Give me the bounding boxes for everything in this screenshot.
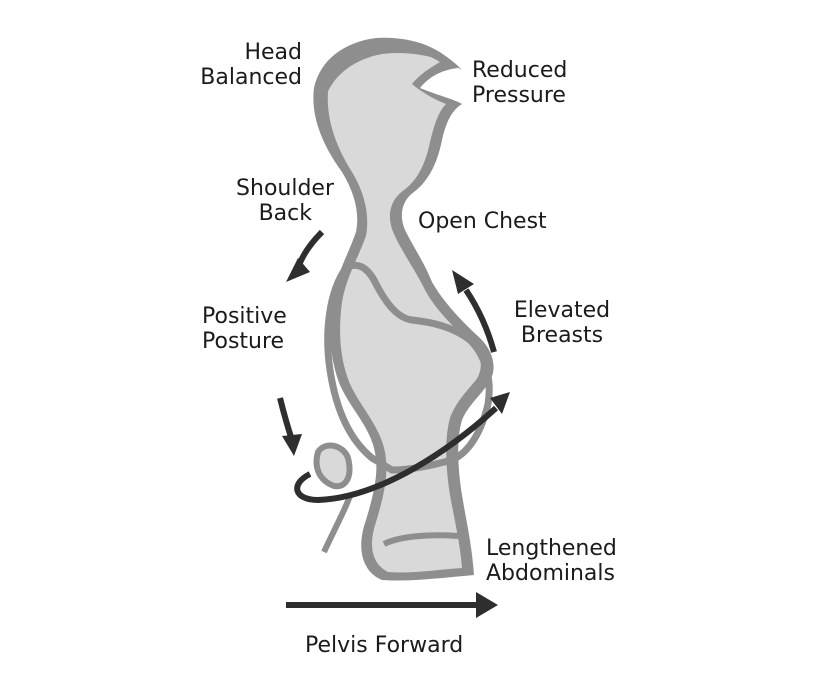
hip-detail bbox=[313, 442, 353, 490]
positive-posture-line2: Posture bbox=[202, 329, 285, 354]
pelvis-forward-arrowhead bbox=[476, 592, 498, 618]
waist-rotation-arrow bbox=[294, 405, 499, 504]
reduced-pressure-line1: Reduced bbox=[472, 58, 568, 83]
elevated-breasts-line1: Elevated bbox=[513, 298, 611, 323]
lengthened-abdominals-line1: Lengthened bbox=[486, 536, 617, 561]
label-reduced-pressure: Reduced Pressure bbox=[472, 58, 567, 108]
positive-posture-line1: Positive bbox=[202, 304, 287, 329]
head-balanced-line1: Head bbox=[244, 40, 302, 65]
label-elevated-breasts: Elevated Breasts bbox=[508, 298, 616, 348]
label-head-balanced: Head Balanced bbox=[190, 40, 302, 90]
body-fill bbox=[327, 47, 481, 573]
label-pelvis-forward: Pelvis Forward bbox=[305, 633, 463, 658]
lengthened-abdominals-line2: Abdominals bbox=[486, 561, 615, 586]
label-shoulder-back: Shoulder Back bbox=[214, 176, 334, 226]
posture-down-arrow bbox=[277, 397, 295, 441]
pelvis-forward-text: Pelvis Forward bbox=[305, 633, 464, 658]
open-chest-text: Open Chest bbox=[418, 209, 547, 234]
waist-line bbox=[382, 532, 459, 547]
hair-outline bbox=[316, 39, 462, 112]
waist-rotation-arrowhead bbox=[490, 392, 510, 414]
lower-torso-line bbox=[321, 494, 353, 554]
elevated-breasts-line2: Breasts bbox=[520, 323, 604, 348]
reduced-pressure-line2: Pressure bbox=[472, 83, 566, 108]
elevated-breasts-arrow bbox=[463, 288, 497, 353]
head-balanced-line2: Balanced bbox=[200, 65, 302, 90]
label-positive-posture: Positive Posture bbox=[202, 304, 287, 354]
shoulder-back-line1: Shoulder bbox=[236, 176, 334, 201]
elevated-breasts-arrowhead bbox=[452, 270, 474, 294]
label-open-chest: Open Chest bbox=[418, 209, 547, 234]
posture-down-arrowhead bbox=[282, 434, 302, 456]
label-lengthened-abdominals: Lengthened Abdominals bbox=[486, 536, 617, 586]
shoulder-back-arrowhead bbox=[286, 258, 310, 282]
shoulder-back-line2: Back bbox=[258, 201, 312, 226]
